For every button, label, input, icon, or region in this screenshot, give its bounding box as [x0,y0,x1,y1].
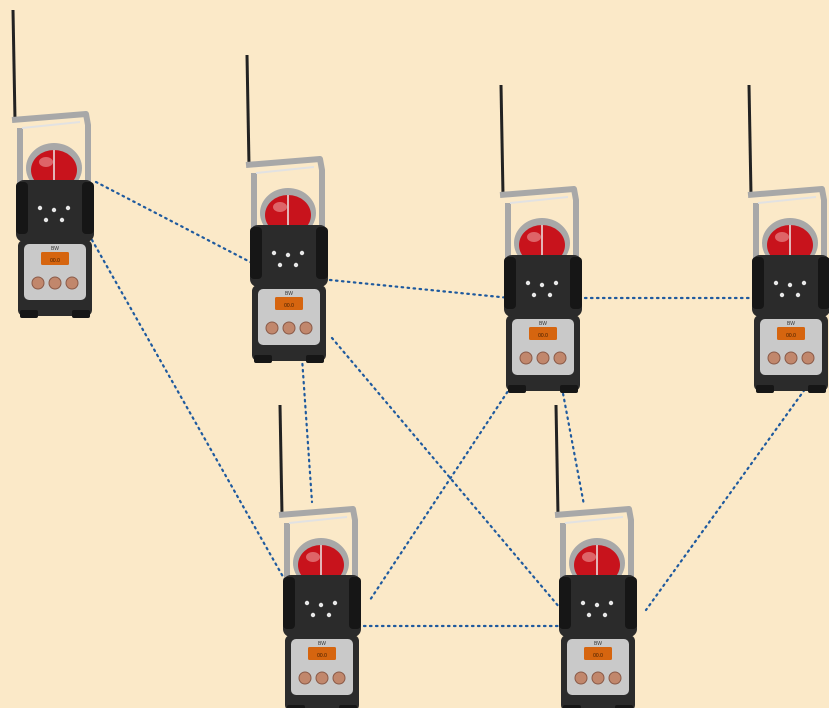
panel-button[interactable] [300,322,312,334]
brand-label: BW [318,641,326,647]
display-reading: 00.0 [593,653,603,659]
antenna-icon [749,85,751,195]
antenna-icon [501,85,503,195]
brand-label: BW [539,321,547,327]
brand-label: BW [285,291,293,297]
brand-label: BW [51,246,59,252]
panel-button[interactable] [802,352,814,364]
panel-button[interactable] [299,672,311,684]
panel-button[interactable] [49,277,61,289]
panel-button[interactable] [768,352,780,364]
brand-label: BW [787,321,795,327]
panel-button[interactable] [609,672,621,684]
panel-button[interactable] [66,277,78,289]
panel-button[interactable] [592,672,604,684]
brand-label: BW [594,641,602,647]
antenna-icon [556,405,558,515]
panel-button[interactable] [266,322,278,334]
display-reading: 00.0 [50,258,60,264]
display-reading: 00.0 [538,333,548,339]
display-reading: 00.0 [786,333,796,339]
panel-button[interactable] [537,352,549,364]
panel-button[interactable] [283,322,295,334]
panel-button[interactable] [785,352,797,364]
panel-button[interactable] [316,672,328,684]
antenna-icon [247,55,249,165]
panel-button[interactable] [575,672,587,684]
panel-button[interactable] [333,672,345,684]
panel-button[interactable] [32,277,44,289]
panel-button[interactable] [520,352,532,364]
antenna-icon [13,10,15,120]
display-reading: 00.0 [284,303,294,309]
panel-button[interactable] [554,352,566,364]
antenna-icon [280,405,282,515]
display-reading: 00.0 [317,653,327,659]
